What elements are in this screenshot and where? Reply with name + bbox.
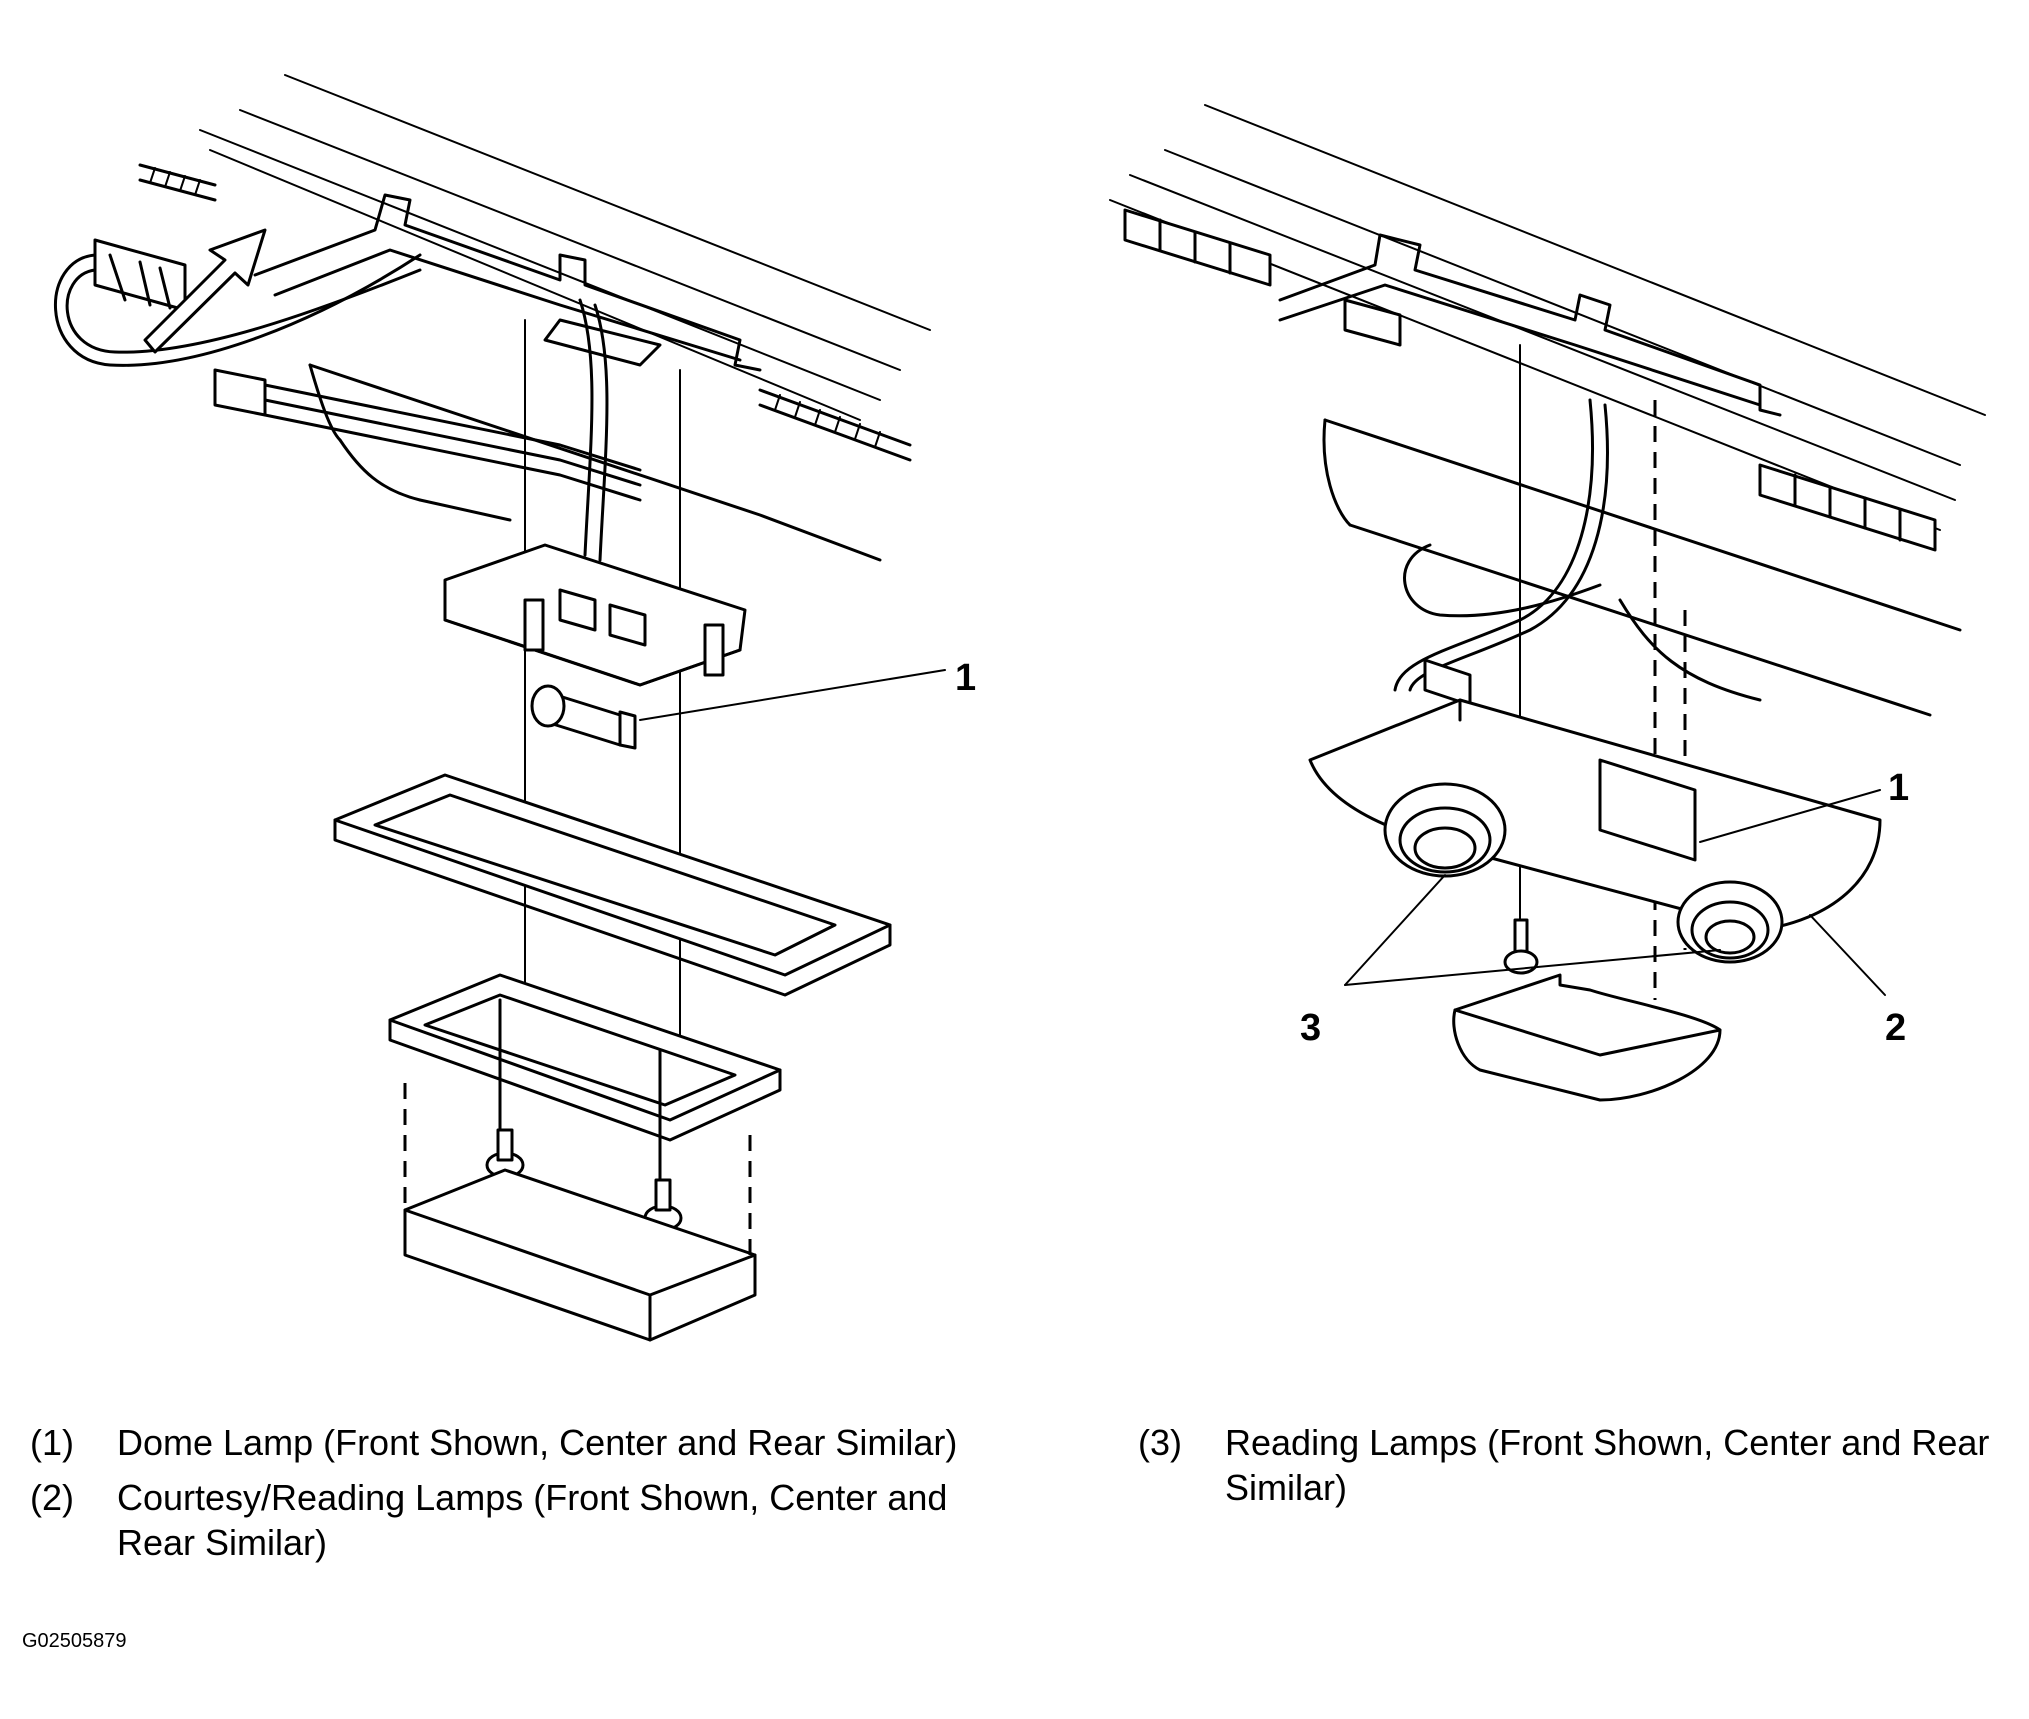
legend-number: (2) (30, 1477, 74, 1518)
legend-number: (3) (1138, 1422, 1182, 1463)
legend-number: (1) (30, 1422, 74, 1463)
legend-item-2: (2) Courtesy/Reading Lamps (Front Shown,… (30, 1475, 1010, 1565)
legend-item-3: (3) Reading Lamps (Front Shown, Center a… (1138, 1420, 2018, 1510)
callout-2-courtesy: 2 (1885, 1007, 1906, 1049)
dome-lamp-drawing: 1 (54, 74, 976, 1342)
callout-3-reading: 3 (1300, 1007, 1321, 1049)
legend-text: Reading Lamps (Front Shown, Center and R… (1225, 1422, 1990, 1508)
callout-1-courtesy: 1 (1888, 767, 1909, 809)
legend-text: Dome Lamp (Front Shown, Center and Rear … (117, 1422, 958, 1463)
legend-column-1: (1) Dome Lamp (Front Shown, Center and R… (30, 1420, 1010, 1575)
figure-code: G02505879 (22, 1630, 127, 1652)
callout-1-dome: 1 (955, 657, 976, 699)
legend-column-2: (3) Reading Lamps (Front Shown, Center a… (1138, 1420, 2018, 1520)
reading-lamps-drawing: 1 2 3 (1109, 104, 1986, 1102)
legend-item-1: (1) Dome Lamp (Front Shown, Center and R… (30, 1420, 1010, 1465)
legend-text: Courtesy/Reading Lamps (Front Shown, Cen… (117, 1477, 948, 1563)
